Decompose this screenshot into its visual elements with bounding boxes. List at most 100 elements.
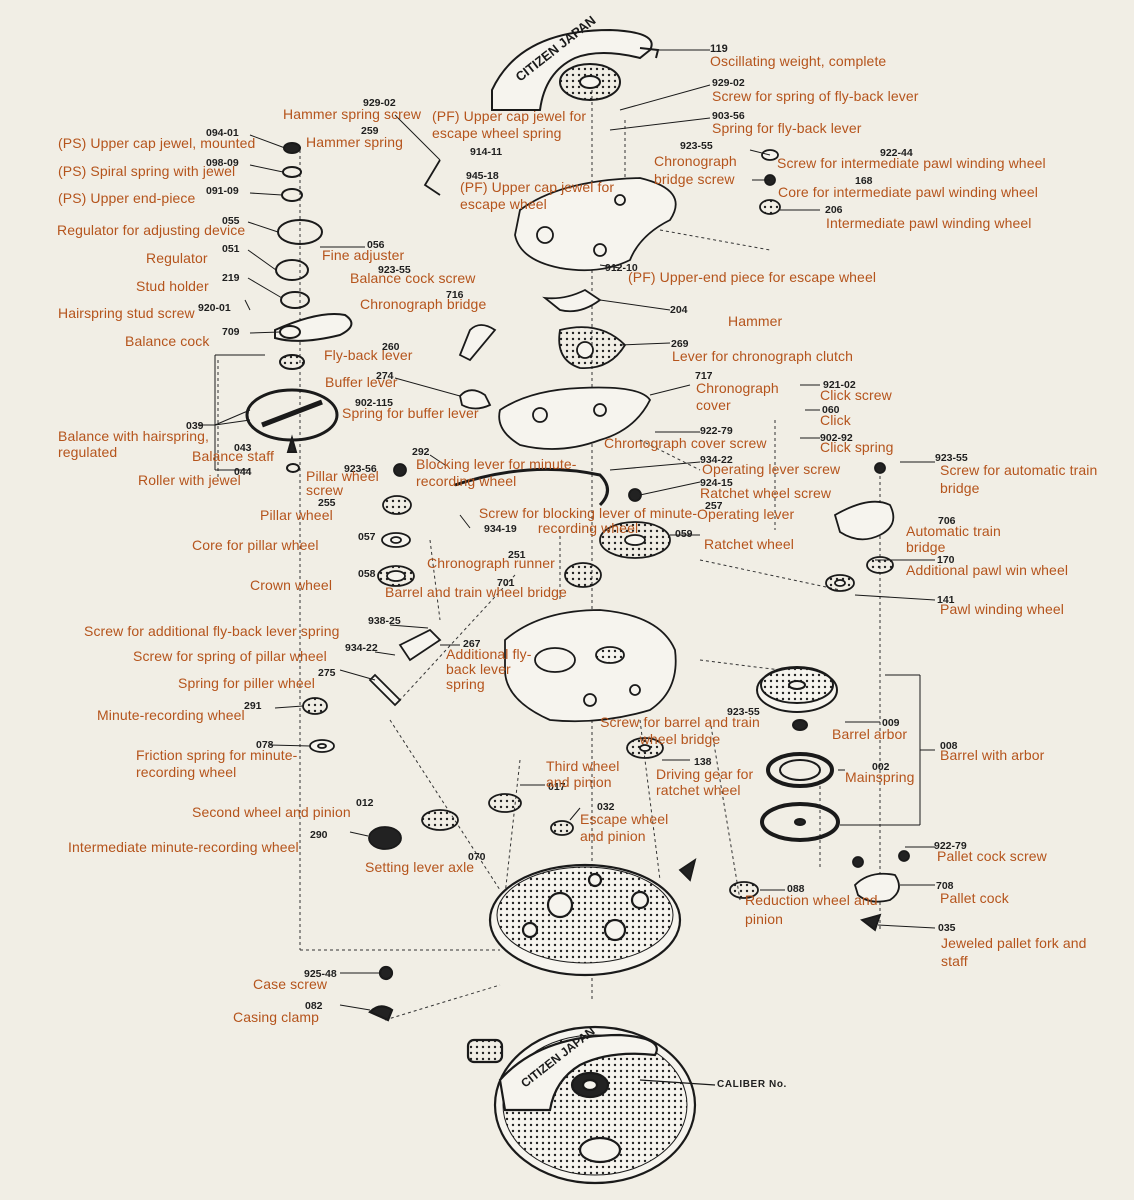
- part-label-chronograph-runner: Chronograph runner: [427, 555, 555, 571]
- part-number: 043: [234, 442, 252, 454]
- part-number: 012: [356, 797, 374, 809]
- part-number: 070: [468, 851, 486, 863]
- part-label-fly-back-lever: Fly-back lever: [324, 347, 413, 363]
- part-label-escape-wheel: Escape wheel and pinion: [580, 811, 669, 844]
- part-number: 914-11: [470, 146, 503, 158]
- part-label-minute-recording-wheel: Minute-recording wheel: [97, 707, 245, 723]
- part-label-additional-fly-back-spring: Additional fly-back lever spring: [446, 646, 532, 692]
- part-label-hairspring-stud-screw: Hairspring stud screw: [58, 305, 195, 321]
- part-label-ratchet-wheel: Ratchet wheel: [704, 536, 795, 552]
- part-label-click-screw: Click screw: [820, 387, 892, 403]
- gear-train-drawing: [302, 697, 759, 899]
- part-number: 257: [705, 500, 723, 512]
- part-label-fly-back-spring-screw: Screw for spring of fly-back lever: [712, 88, 919, 104]
- part-label-third-wheel: Third wheel and pinion: [546, 758, 620, 790]
- part-label-crown-wheel: Crown wheel: [250, 577, 333, 593]
- part-label-reduction-wheel: Reduction wheel and pinion: [745, 892, 878, 927]
- part-number: 141: [937, 594, 955, 606]
- part-label-buffer-spring: Spring for buffer lever: [342, 405, 479, 421]
- part-number: 292: [412, 446, 430, 458]
- part-number: 269: [671, 338, 689, 350]
- part-number: 717: [695, 370, 713, 382]
- part-number: 058: [358, 568, 376, 580]
- part-number: 706: [938, 515, 956, 527]
- part-label-hammer-spring-screw: Hammer spring screw: [283, 106, 422, 122]
- part-number: 291: [244, 700, 262, 712]
- part-number: 059: [675, 528, 693, 540]
- part-label-ps-upper-cap: (PS) Upper cap jewel, mounted: [58, 135, 256, 151]
- leader-lines: [198, 49, 936, 1011]
- part-number: 716: [446, 289, 464, 301]
- part-number: 938-25: [368, 615, 401, 627]
- part-label-case-screw: Case screw: [253, 976, 328, 992]
- part-number: 934-19: [484, 523, 517, 535]
- part-number: 088: [787, 883, 805, 895]
- part-number: 060: [822, 404, 840, 416]
- part-number: 903-56: [712, 110, 745, 122]
- ratchet-drawing: [454, 467, 671, 588]
- part-label-second-wheel: Second wheel and pinion: [192, 804, 351, 820]
- part-label-additional-fly-back-screw: Screw for additional fly-back lever spri…: [84, 623, 340, 639]
- part-number: 044: [234, 466, 252, 478]
- part-number: 091-09: [206, 185, 239, 197]
- part-label-chrono-cover-screw: Chronograph cover screw: [604, 435, 767, 451]
- part-number: 709: [222, 326, 240, 338]
- part-label-balance-cock: Balance cock: [125, 333, 210, 349]
- part-number: 204: [670, 304, 688, 316]
- part-label-blocking-lever: Blocking lever for minute-recording whee…: [416, 456, 577, 489]
- part-label-roller-jewel: Roller with jewel: [138, 472, 241, 488]
- part-label-pillar-wheel-screw: Pillar wheel screw: [306, 468, 379, 498]
- part-label-stud-holder: Stud holder: [136, 278, 209, 294]
- part-number: 701: [497, 577, 515, 589]
- part-number: 057: [358, 531, 376, 543]
- part-label-pillar-wheel: Pillar wheel: [260, 507, 333, 523]
- part-label-pallet-cock: Pallet cock: [940, 890, 1009, 906]
- part-label-piller-wheel-spring: Spring for piller wheel: [178, 675, 315, 691]
- part-number: 219: [222, 272, 240, 284]
- part-label-friction-spring: Friction spring for minute-recording whe…: [136, 747, 298, 780]
- part-number: 170: [937, 554, 955, 566]
- part-label-mainspring: Mainspring: [845, 769, 915, 785]
- part-number: 912-10: [605, 262, 638, 274]
- part-label-intermediate-minute-wheel: Intermediate minute-recording wheel: [68, 839, 299, 855]
- part-label-blocking-lever-screw: Screw for blocking lever of minute-recor…: [478, 505, 698, 536]
- pallet-drawing: [678, 850, 910, 932]
- part-label-pillar-wheel-spring-screw: Screw for spring of pillar wheel: [133, 648, 327, 664]
- part-number: 094-01: [206, 127, 239, 139]
- part-number: 274: [376, 370, 394, 382]
- part-number: 051: [222, 243, 240, 255]
- part-number: 929-02: [363, 97, 396, 109]
- part-number: 929-02: [712, 77, 745, 89]
- part-label-chronograph-cover: Chronograph cover: [696, 380, 779, 413]
- part-number: 008: [940, 740, 958, 752]
- part-number: 275: [318, 667, 336, 679]
- part-label-pf-upper-end: (PF) Upper-end piece for escape wheel: [628, 269, 877, 285]
- part-label-regulator-adjusting: Regulator for adjusting device: [57, 222, 246, 238]
- part-label-intermediate-pawl-wheel: Intermediate pawl winding wheel: [826, 215, 1032, 231]
- part-number: 032: [597, 801, 615, 813]
- part-label-ratchet-wheel-screw: Ratchet wheel screw: [700, 485, 832, 501]
- part-number: 934-22: [700, 454, 733, 466]
- part-label-core-pillar-wheel: Core for pillar wheel: [192, 537, 319, 553]
- part-number: 259: [361, 125, 379, 137]
- part-label-pallet-fork: Jeweled pallet fork and staff: [941, 935, 1087, 969]
- part-label-auto-train-bridge-screw: Screw for automatic train bridge: [940, 462, 1098, 496]
- part-number: 922-44: [880, 147, 913, 159]
- part-label-pf-cap-jewel: (PF) Upper cap jewel for escape wheel: [460, 179, 615, 212]
- part-number: 934-22: [345, 642, 378, 654]
- part-label-barrel-arbor: Barrel arbor: [832, 726, 908, 742]
- part-label-ps-upper-end: (PS) Upper end-piece: [58, 190, 196, 206]
- part-label-casing-clamp: Casing clamp: [233, 1009, 320, 1025]
- part-label-click-spring: Click spring: [820, 439, 894, 455]
- part-number: 098-09: [206, 157, 239, 169]
- part-label-additional-pawl-wheel: Additional pawl win wheel: [906, 562, 1069, 578]
- pillar-wheel-drawing: [377, 463, 415, 587]
- part-number: 923-55: [935, 452, 968, 464]
- part-label-driving-gear: Driving gear for ratchet wheel: [656, 766, 754, 798]
- part-label-hammer: Hammer: [728, 313, 783, 329]
- part-number: 255: [318, 497, 336, 509]
- part-label-balance-staff: Balance staff: [192, 448, 274, 464]
- part-label-pallet-cock-screw: Pallet cock screw: [937, 848, 1047, 864]
- part-label-balance-hairspring: Balance with hairspring, regulated: [58, 428, 210, 460]
